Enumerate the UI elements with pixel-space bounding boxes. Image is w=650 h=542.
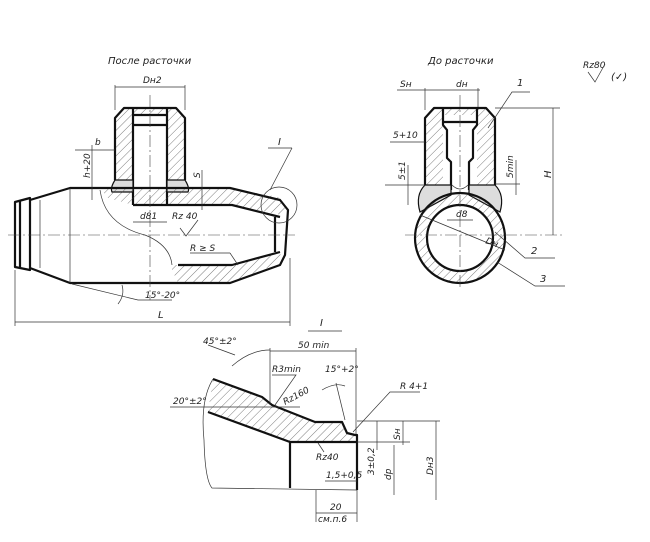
outer-profile <box>212 377 359 490</box>
label-1-5: 1,5+0,5 <box>326 471 362 481</box>
label-rz40: Rz 40 <box>172 212 198 222</box>
label-h: h+20 <box>83 153 93 178</box>
break-line <box>202 378 358 491</box>
label-20: 20 <box>330 503 342 513</box>
roughness-paren: (✓) <box>611 72 627 83</box>
label-15deg: 15°+2° <box>325 365 359 375</box>
label-b: b <box>95 138 101 148</box>
leader-line <box>71 283 172 301</box>
label-dn-diameter: Dн <box>484 236 500 250</box>
label-section: I <box>278 137 281 148</box>
surface-roughness-symbol: Rz80 (✓) <box>583 61 627 83</box>
label-angle: 15°-20° <box>145 291 180 301</box>
label-45deg: 45°±2° <box>203 337 237 347</box>
nozzle-outline <box>423 106 497 185</box>
position-1: 1 <box>517 78 523 89</box>
label-5-10: 5+10 <box>393 131 418 141</box>
angle-arc <box>117 284 124 305</box>
wall-hatch <box>208 379 357 442</box>
detail-view-i: I 50 min 45°±2° 15°+2° R3min Rz160 20°±2… <box>170 318 440 525</box>
leader-2 <box>494 231 555 259</box>
angle-arc <box>321 384 346 391</box>
detail-circle <box>260 186 298 224</box>
roughness-mark <box>179 219 199 237</box>
label-d8: d8 <box>456 210 468 220</box>
roughness-value: Rz80 <box>583 61 606 71</box>
label-rz40: Rz40 <box>316 453 339 463</box>
label-d81: d81 <box>140 212 157 222</box>
nozzle-section-hatch <box>425 108 495 185</box>
label-sn: Sн <box>400 80 412 90</box>
label-5-1: 5±1 <box>398 161 408 180</box>
right-view-before-boring: До расточки Sн dн Dн d8 5+10 5±1 5min H … <box>385 56 565 290</box>
inner-profile <box>207 410 357 488</box>
top-wall-hatch <box>100 188 286 215</box>
position-3: 3 <box>540 274 546 285</box>
leader-line <box>352 391 420 433</box>
label-5min: 5min <box>506 155 516 178</box>
position-2: 2 <box>531 246 537 257</box>
hole-arc <box>451 184 469 190</box>
callout-line <box>269 147 293 191</box>
label-dn: dн <box>456 80 468 90</box>
leader-line <box>207 344 236 356</box>
label-3: 3±0,2 <box>367 447 377 475</box>
label-r3min: R3min <box>272 365 301 375</box>
label-dn3: Dн3 <box>426 456 436 475</box>
nozzle-outline <box>113 106 187 180</box>
label-20deg: 20°±2° <box>173 397 207 407</box>
right-view-title: До расточки <box>427 56 494 67</box>
leader-line <box>229 252 239 266</box>
leader-1 <box>487 91 530 129</box>
leader-line <box>272 374 297 406</box>
label-h: H <box>543 170 554 178</box>
roughness-check-icon <box>587 63 606 83</box>
label-dn2: Dн2 <box>143 76 162 86</box>
label-r: R ≥ S <box>190 244 216 254</box>
label-sn: Sн <box>393 428 403 440</box>
leader-line <box>317 442 325 453</box>
label-50min: 50 min <box>298 341 330 351</box>
dim-line-dn <box>419 214 506 251</box>
angle-arc <box>231 349 271 367</box>
detail-title: I <box>320 318 323 329</box>
left-end-ring <box>13 196 32 272</box>
leader-3 <box>496 261 565 287</box>
ext-line <box>335 382 346 421</box>
label-dp: dр <box>384 468 394 480</box>
left-view-title: После расточки <box>108 56 192 67</box>
label-r4: R 4+1 <box>400 382 428 392</box>
label-l: L <box>158 310 164 321</box>
left-view-after-boring: После расточки Dн2 b h+20 S d81 Rz 40 R … <box>8 56 298 326</box>
label-s: S <box>193 172 203 178</box>
label-ref: см.п.6 <box>318 515 347 525</box>
